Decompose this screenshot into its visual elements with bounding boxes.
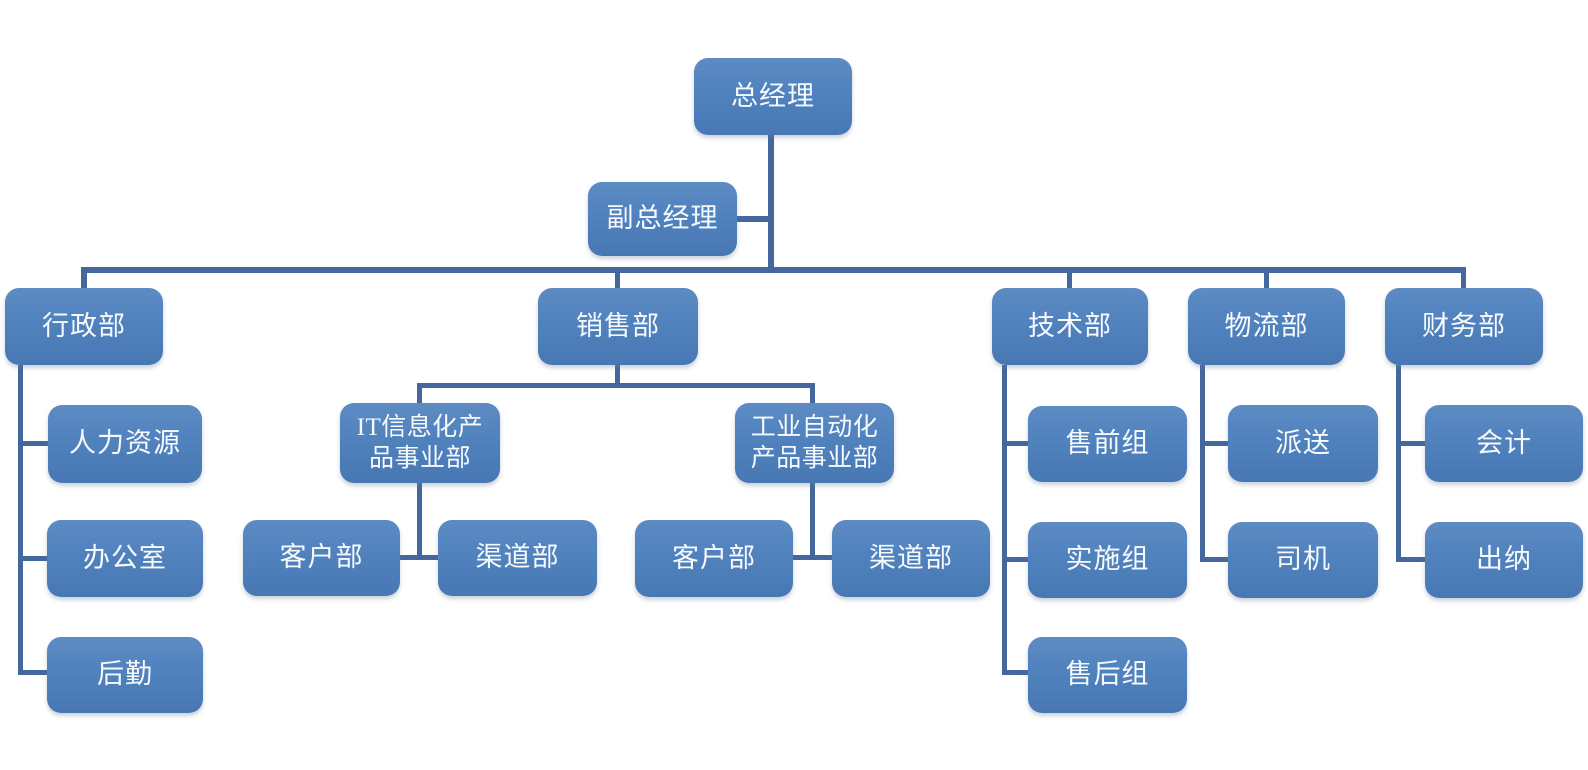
connector-finance-ladder [1396, 365, 1401, 562]
connector-finance-stub-accounting [1396, 441, 1425, 446]
connector-subrail-drop-auto-division [810, 388, 815, 403]
connector-subrail-drop-it-division [417, 388, 422, 403]
connector-logistics-stub-dispatch [1200, 441, 1228, 446]
org-node-customer-dept-it: 客户部 [243, 520, 400, 596]
org-node-human-resources: 人力资源 [48, 405, 202, 483]
connector-sales-drop [615, 365, 620, 383]
org-node-deputy-general-manager: 副总经理 [588, 182, 737, 256]
connector-tech-ladder [1002, 365, 1007, 675]
connector-admin-ladder [18, 365, 23, 675]
connector-rail-drop-logistics [1264, 273, 1269, 288]
org-node-dispatch: 派送 [1228, 405, 1378, 482]
connector-it-division-children-tee [400, 555, 438, 560]
connector-sales-subrail [417, 383, 815, 388]
connector-admin-stub-support [18, 670, 47, 675]
connector-main-rail [81, 267, 1466, 273]
connector-admin-stub-office [18, 556, 47, 561]
connector-finance-stub-cashier [1396, 557, 1425, 562]
connector-tech-stub-implementation [1002, 557, 1028, 562]
org-node-customer-dept-auto: 客户部 [635, 520, 793, 597]
org-node-aftersales-group: 售后组 [1028, 637, 1187, 713]
org-node-admin-dept: 行政部 [5, 288, 163, 365]
org-node-presales-group: 售前组 [1028, 406, 1187, 482]
org-node-logistics-dept: 物流部 [1188, 288, 1345, 365]
connector-logistics-ladder [1200, 365, 1205, 562]
connector-it-division-children-drop [417, 483, 422, 560]
connector-deputy-stub [737, 216, 768, 222]
connector-rail-drop-tech [1067, 273, 1072, 288]
org-node-finance-dept: 财务部 [1385, 288, 1543, 365]
connector-admin-stub-hr [18, 441, 48, 446]
org-node-sales-dept: 销售部 [538, 288, 698, 365]
org-node-driver: 司机 [1228, 522, 1378, 598]
org-node-implementation-group: 实施组 [1028, 522, 1187, 598]
connector-logistics-stub-driver [1200, 557, 1228, 562]
connector-tech-stub-presales [1002, 441, 1028, 446]
connector-rail-drop-admin [81, 267, 87, 288]
org-node-office: 办公室 [47, 520, 203, 597]
org-node-logistics-support: 后勤 [47, 637, 203, 713]
org-node-general-manager: 总经理 [694, 58, 852, 135]
connector-auto-division-children-drop [810, 483, 815, 560]
org-node-tech-dept: 技术部 [992, 288, 1148, 365]
org-node-industrial-automation-division: 工业自动化 产品事业部 [735, 403, 894, 483]
connector-auto-division-children-tee [793, 555, 832, 560]
org-node-cashier: 出纳 [1425, 522, 1583, 598]
org-node-it-products-division: IT信息化产 品事业部 [340, 403, 500, 483]
org-node-channel-dept-auto: 渠道部 [832, 520, 990, 597]
org-node-channel-dept-it: 渠道部 [438, 520, 597, 596]
connector-tech-stub-aftersales [1002, 670, 1028, 675]
connector-trunk [768, 135, 774, 273]
org-node-accounting: 会计 [1425, 405, 1583, 482]
connector-rail-drop-finance [1461, 267, 1466, 288]
connector-rail-drop-sales [615, 273, 620, 288]
